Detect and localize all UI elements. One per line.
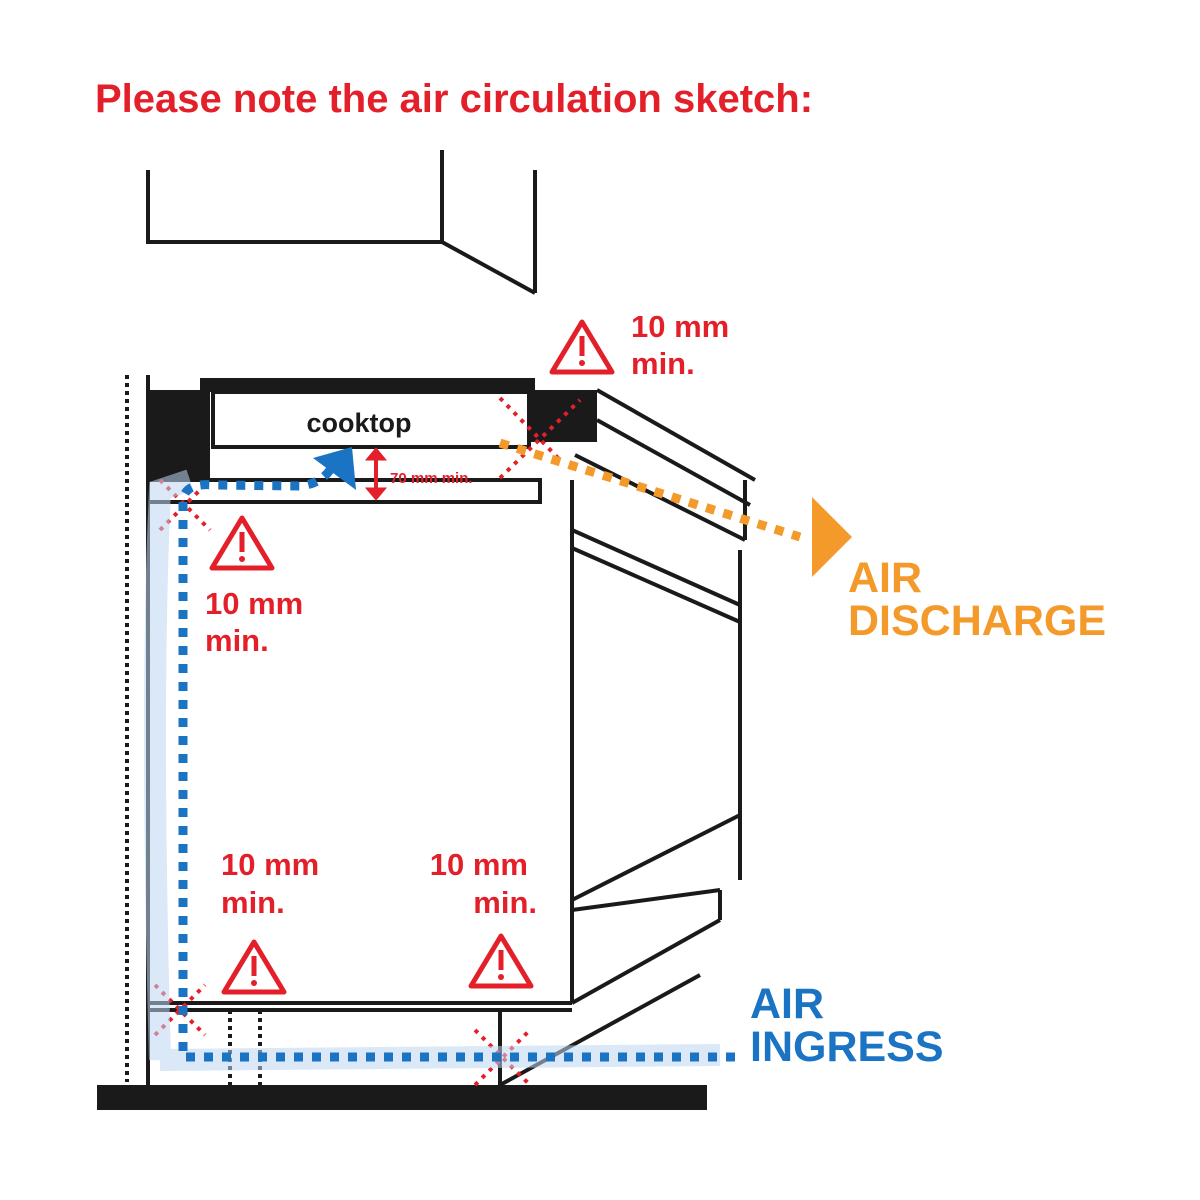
air-ingress-label-2: INGRESS [750, 1023, 944, 1071]
clearance-label-bottom-left-min: min. [221, 885, 285, 920]
air-discharge-label-2: DISCHARGE [848, 597, 1106, 645]
warning-icon [552, 322, 612, 372]
clearance-label-bottom-right: 10 mm [430, 847, 528, 882]
air-discharge-arrowhead [812, 497, 852, 577]
cooktop [211, 390, 531, 449]
clearance-label-bottom-right-min: min. [473, 885, 537, 920]
warning-icon [471, 936, 531, 986]
clearance-label-back: 10 mm [205, 586, 303, 621]
cabinet [148, 388, 756, 1087]
air-discharge-path [498, 438, 802, 542]
air-ingress-label: AIR [750, 980, 824, 1028]
gap-label: 70 mm min. [390, 470, 473, 487]
page-title: Please note the air circulation sketch: [95, 77, 813, 121]
clearance-label-bottom-left: 10 mm [221, 847, 319, 882]
warning-icon [224, 942, 284, 992]
warning-icon [212, 518, 272, 568]
clearance-label-back-min: min. [205, 623, 269, 658]
clearance-label-top-min: min. [631, 346, 695, 381]
range-hood [146, 150, 537, 295]
air-discharge-label: AIR [848, 554, 922, 602]
air-ingress-arrowhead [313, 447, 356, 490]
countertop [148, 378, 597, 504]
gap-dimension-arrow [364, 447, 388, 501]
floor [97, 1085, 707, 1110]
clearance-label-top: 10 mm [631, 309, 729, 344]
cooktop-label: cooktop [307, 408, 412, 438]
